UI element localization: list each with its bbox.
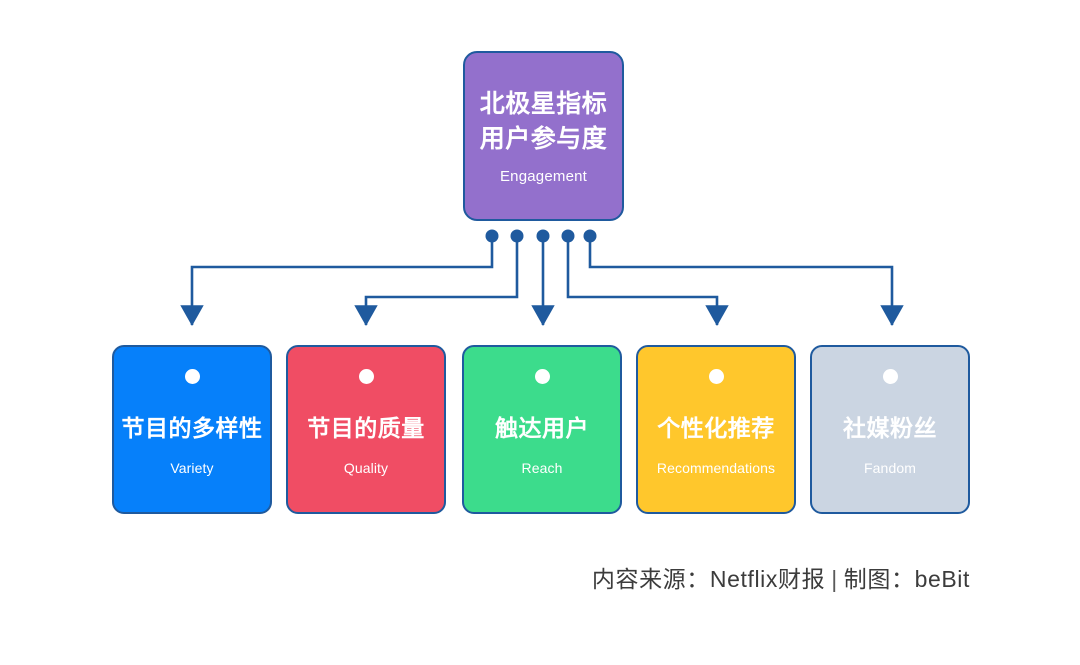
north-star-title-line-2: 用户参与度 xyxy=(479,124,608,153)
metric-card-quality[interactable]: 节目的质量 Quality xyxy=(286,345,446,514)
bullet-dot-icon xyxy=(882,369,898,384)
connector-dot-2 xyxy=(510,229,524,243)
metric-card-fandom[interactable]: 社媒粉丝 Fandom xyxy=(810,345,970,514)
metric-label-cn: 社媒粉丝 xyxy=(843,415,937,441)
connector-quality xyxy=(354,234,519,327)
metric-label-en: Reach xyxy=(521,459,563,476)
bullet-dot-icon xyxy=(708,369,724,384)
connector-dot-3 xyxy=(536,229,550,243)
metric-card-reach[interactable]: 触达用户 Reach xyxy=(462,345,622,514)
metric-label-cn: 节目的质量 xyxy=(307,415,425,441)
connector-variety xyxy=(180,234,494,327)
connector-origin-dots xyxy=(485,229,597,243)
footer-separator: | xyxy=(831,566,838,592)
connector-recommendations xyxy=(566,234,729,327)
connector-dot-4 xyxy=(561,229,575,243)
bullet-dot-icon xyxy=(358,369,374,384)
metric-card-variety[interactable]: 节目的多样性 Variety xyxy=(112,345,272,514)
metric-label-en: Variety xyxy=(170,459,214,476)
bullet-dot-icon xyxy=(534,369,550,384)
metric-label-en: Quality xyxy=(343,459,389,476)
bullet-dot-icon xyxy=(184,369,200,384)
north-star-title-line-1: 北极星指标 xyxy=(479,90,608,118)
footer-credit: 制图：beBit xyxy=(843,566,970,592)
metric-label-cn: 触达用户 xyxy=(495,415,589,441)
metric-label-cn: 个性化推荐 xyxy=(657,415,775,441)
metric-label-cn: 节目的多样性 xyxy=(121,415,263,441)
connector-dot-1 xyxy=(485,229,499,243)
footer-attribution: 内容来源：Netflix财报|制图：beBit xyxy=(592,560,970,594)
connector-dot-5 xyxy=(583,229,597,243)
metric-label-en: Fandom xyxy=(864,459,916,476)
connector-fandom xyxy=(588,234,904,327)
metric-card-recommendations[interactable]: 个性化推荐 Recommendations xyxy=(636,345,796,514)
north-star-metric-card[interactable]: 北极星指标 用户参与度 Engagement xyxy=(463,51,624,221)
metric-label-en: Recommendations xyxy=(656,459,776,476)
north-star-subtitle-en: Engagement xyxy=(499,168,588,185)
footer-source: 内容来源：Netflix财报 xyxy=(591,566,826,592)
